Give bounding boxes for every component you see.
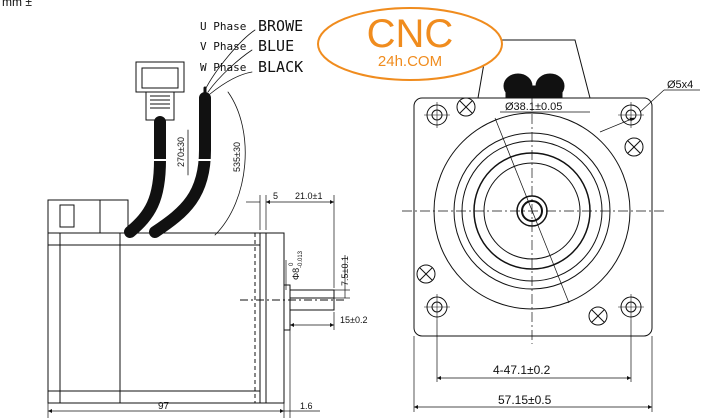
dim-flange: 57.15±0.5: [498, 393, 552, 407]
dim-1-6: 1.6: [300, 401, 313, 411]
rear-cover: [47, 199, 129, 234]
front-dimension-labels: Ø38.1±0.05 Ø5x4 4-47.1±0.2 57.15±0.5: [493, 79, 693, 407]
cnc-logo: CNC 24h.COM: [317, 7, 503, 81]
screw-3: [416, 264, 436, 284]
dim-holes: Ø5x4: [667, 79, 693, 91]
dim-97: 97: [158, 401, 170, 412]
boss: [283, 284, 291, 331]
motor-body: [47, 232, 261, 404]
dim-5: 5: [273, 191, 278, 201]
side-view: [47, 61, 345, 404]
phase-u-prefix: U Phase: [200, 20, 246, 33]
phase-v-color: BLUE: [258, 37, 294, 55]
header-fragment: mm ±: [2, 0, 32, 9]
logo-ellipse: [317, 7, 503, 81]
front-view: [402, 39, 700, 344]
side-dimension-labels: 270±30 535±30 5 21.0±1 Φ8 0 -0.013 7.5±0…: [158, 137, 367, 412]
screw-1: [456, 97, 476, 117]
dim-pilot: Ø38.1±0.05: [505, 101, 562, 113]
dim-15: 15±0.2: [340, 315, 367, 325]
side-dimensions: [47, 195, 350, 418]
cables: [124, 29, 256, 238]
logo-text-small: 24h.COM: [378, 53, 442, 70]
logo-text-big: CNC: [367, 12, 454, 56]
phase-v-prefix: V Phase: [200, 40, 246, 53]
dim-shaft-dia: Φ8: [291, 268, 301, 280]
phase-legend: U Phase BROWE V Phase BLUE W Phase BLACK: [200, 17, 303, 76]
phase-w-prefix: W Phase: [200, 61, 246, 74]
dim-21: 21.0±1: [295, 191, 322, 201]
dim-shaft-tol-top: 0: [289, 262, 295, 266]
dim-cable-a: 270±30: [176, 137, 186, 167]
screw-4: [588, 306, 608, 326]
dim-cable-b: 535±30: [232, 142, 242, 172]
phase-u-color: BROWE: [258, 17, 303, 35]
top-connector-housing: [477, 39, 591, 99]
dim-hole-spacing: 4-47.1±0.2: [493, 363, 551, 377]
phase-w-color: BLACK: [258, 58, 303, 76]
front-dimensions: [413, 320, 653, 412]
front-flange: [259, 232, 285, 404]
screw-2: [624, 137, 644, 157]
dim-shaft-tol-bottom: -0.013: [298, 250, 304, 268]
dim-7-5: 7.5±0.1: [340, 256, 350, 286]
flange-square: [413, 97, 653, 337]
